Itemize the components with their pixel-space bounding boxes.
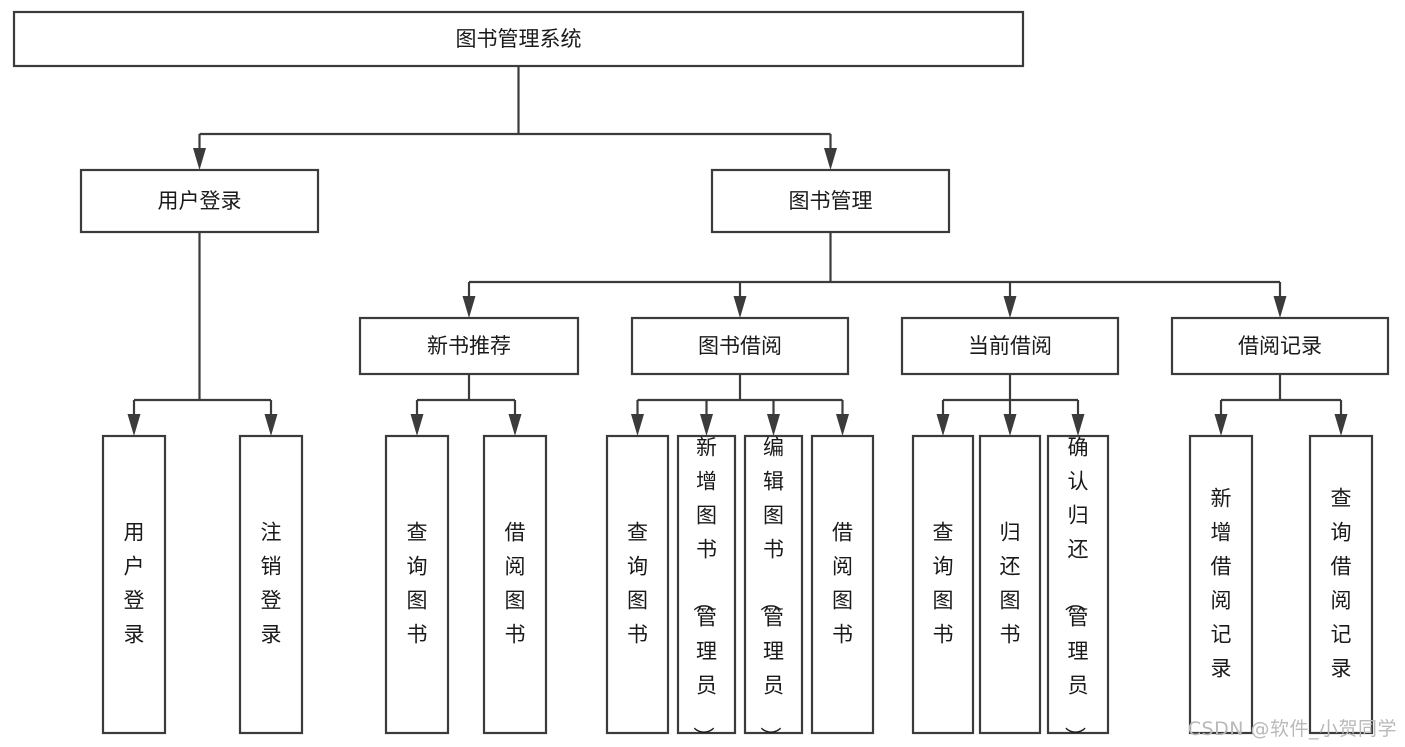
node-leaf-query-book-borrow[interactable]: 查询图书: [605, 434, 670, 735]
node-label-leaf-query-borrow-record: 查询借阅记录: [1331, 487, 1352, 681]
arrow-head-book-borrow: [733, 296, 747, 318]
node-box-leaf-edit-book-admin: [743, 434, 804, 735]
arrow-head-leaf-confirm-return-admin: [1071, 414, 1085, 436]
arrow-head-leaf-add-book-admin: [700, 414, 713, 436]
node-label-leaf-add-borrow-record: 新增借阅记录: [1211, 487, 1232, 681]
node-label-new-book-recommend: 新书推荐: [427, 334, 511, 358]
node-current-borrow[interactable]: 当前借阅: [900, 316, 1120, 376]
arrow-head-user-login: [193, 148, 206, 170]
node-box-root: [12, 10, 1025, 68]
node-label-leaf-borrow-book: 借阅图书: [832, 521, 853, 647]
node-label-borrow-record: 借阅记录: [1238, 334, 1322, 358]
node-label-current-borrow: 当前借阅: [968, 334, 1052, 358]
node-box-leaf-query-book-recommend: [384, 434, 450, 735]
arrow-head-leaf-borrow-book: [836, 414, 849, 436]
node-leaf-query-book-recommend[interactable]: 查询图书: [384, 434, 450, 735]
node-box-leaf-query-borrow-record: [1308, 434, 1374, 735]
node-label-leaf-borrow-book-recommend: 借阅图书: [505, 521, 526, 647]
node-label-leaf-edit-book-admin: 编辑图书（管理员）: [758, 436, 784, 747]
node-leaf-return-book[interactable]: 归还图书: [978, 434, 1042, 735]
node-box-book-borrow: [630, 316, 850, 376]
node-box-leaf-add-borrow-record: [1188, 434, 1254, 735]
node-user-login[interactable]: 用户登录: [79, 168, 320, 234]
node-root[interactable]: 图书管理系统: [12, 10, 1025, 68]
arrow-head-leaf-query-book-recommend: [410, 414, 424, 436]
arrow-head-leaf-user-login: [127, 414, 141, 436]
arrow-head-leaf-add-borrow-record: [1214, 414, 1228, 436]
node-label-leaf-return-book: 归还图书: [1000, 521, 1021, 647]
connector-group-book-borrow: [631, 374, 849, 436]
node-box-leaf-borrow-book-recommend: [482, 434, 548, 735]
arrow-head-leaf-query-book-current: [936, 414, 950, 436]
arrow-head-new-book-recommend: [462, 296, 476, 318]
arrow-head-leaf-query-borrow-record: [1334, 414, 1348, 436]
nodes-layer: 图书管理系统用户登录图书管理新书推荐图书借阅当前借阅借阅记录用户登录注销登录查询…: [12, 10, 1390, 747]
node-box-leaf-user-login: [101, 434, 167, 735]
node-box-current-borrow: [900, 316, 1120, 376]
node-borrow-record[interactable]: 借阅记录: [1170, 316, 1390, 376]
connector-group-book-management: [462, 232, 1287, 318]
node-label-leaf-add-book-admin: 新增图书（管理员）: [691, 436, 717, 747]
node-label-root: 图书管理系统: [456, 27, 582, 51]
node-leaf-add-borrow-record[interactable]: 新增借阅记录: [1188, 434, 1254, 735]
arrow-head-leaf-borrow-book-recommend: [508, 414, 522, 436]
connector-group-user-login: [127, 232, 278, 436]
node-label-user-login: 用户登录: [158, 189, 242, 213]
node-box-borrow-record: [1170, 316, 1390, 376]
node-box-leaf-add-book-admin: [676, 434, 737, 735]
arrow-head-current-borrow: [1003, 296, 1017, 318]
arrow-head-leaf-query-book-borrow: [631, 414, 644, 436]
arrow-head-book-management: [824, 148, 837, 170]
node-box-leaf-borrow-book: [810, 434, 875, 735]
connector-group-borrow-record: [1214, 374, 1348, 436]
node-label-leaf-query-book-recommend: 查询图书: [407, 521, 428, 647]
node-box-book-management: [710, 168, 951, 234]
node-label-book-borrow: 图书借阅: [698, 334, 782, 358]
node-leaf-query-book-current[interactable]: 查询图书: [911, 434, 975, 735]
node-label-leaf-logout: 注销登录: [261, 521, 282, 647]
connector-group-root: [193, 66, 837, 170]
node-leaf-logout[interactable]: 注销登录: [238, 434, 304, 735]
arrow-head-borrow-record: [1273, 296, 1287, 318]
node-book-management[interactable]: 图书管理: [710, 168, 951, 234]
node-leaf-edit-book-admin[interactable]: 编辑图书（管理员）: [743, 434, 804, 747]
node-leaf-borrow-book-recommend[interactable]: 借阅图书: [482, 434, 548, 735]
node-box-user-login: [79, 168, 320, 234]
node-box-leaf-confirm-return-admin: [1046, 434, 1110, 735]
node-label-book-management: 图书管理: [789, 189, 873, 213]
node-leaf-borrow-book[interactable]: 借阅图书: [810, 434, 875, 735]
node-leaf-confirm-return-admin[interactable]: 确认归还（管理员）: [1046, 434, 1110, 747]
connectors-layer: [127, 66, 1348, 436]
node-book-borrow[interactable]: 图书借阅: [630, 316, 850, 376]
node-label-leaf-query-book-current: 查询图书: [933, 521, 954, 647]
node-box-leaf-query-book-current: [911, 434, 975, 735]
node-label-leaf-query-book-borrow: 查询图书: [627, 521, 648, 647]
node-box-leaf-logout: [238, 434, 304, 735]
node-label-leaf-confirm-return-admin: 确认归还（管理员）: [1063, 436, 1089, 747]
arrow-head-leaf-return-book: [1003, 414, 1017, 436]
node-new-book-recommend[interactable]: 新书推荐: [358, 316, 580, 376]
node-leaf-query-borrow-record[interactable]: 查询借阅记录: [1308, 434, 1374, 735]
node-box-new-book-recommend: [358, 316, 580, 376]
node-label-leaf-user-login: 用户登录: [124, 521, 145, 647]
arrow-head-leaf-logout: [264, 414, 278, 436]
node-leaf-user-login[interactable]: 用户登录: [101, 434, 167, 735]
node-box-leaf-query-book-borrow: [605, 434, 670, 735]
arrow-head-leaf-edit-book-admin: [767, 414, 780, 436]
connector-group-new-book-recommend: [410, 374, 522, 436]
node-leaf-add-book-admin[interactable]: 新增图书（管理员）: [676, 434, 737, 747]
connector-group-current-borrow: [936, 374, 1085, 436]
node-box-leaf-return-book: [978, 434, 1042, 735]
